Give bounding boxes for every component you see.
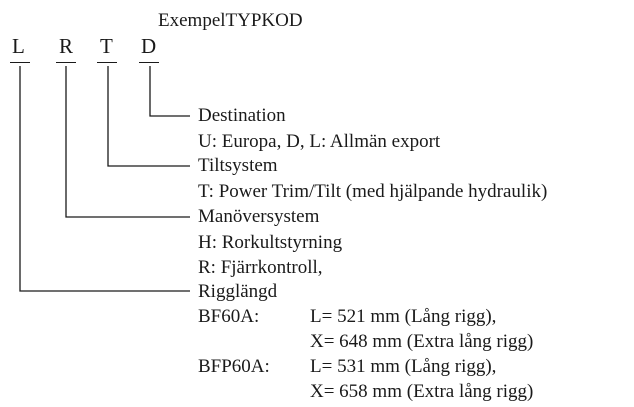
connector-rig bbox=[19, 66, 190, 292]
rig-bf60a-line-1: L= 521 mm (Lång rigg), bbox=[310, 306, 497, 327]
tilt-heading: Tiltsystem bbox=[198, 155, 278, 176]
rig-heading: Rigglängd bbox=[198, 281, 278, 302]
rig-model-code-bf60a: BF60A: bbox=[198, 306, 260, 327]
connector-tilt bbox=[107, 66, 190, 167]
steering-line-2: R: Fjärrkontroll, bbox=[198, 257, 323, 278]
destination-line-1: U: Europa, D, L: Allmän export bbox=[198, 131, 441, 152]
tilt-line-1: T: Power Trim/Tilt (med hjälpande hydrau… bbox=[198, 181, 548, 202]
steering-heading: Manöversystem bbox=[198, 206, 320, 227]
underline-t bbox=[97, 62, 117, 63]
underline-d bbox=[139, 62, 159, 63]
rig-model-code-bfp60a: BFP60A: bbox=[198, 356, 270, 377]
diagram-title: ExempelTYPKOD bbox=[158, 10, 303, 31]
underline-r bbox=[56, 62, 76, 63]
code-letter-l: L bbox=[12, 34, 25, 58]
steering-line-1: H: Rorkultstyrning bbox=[198, 232, 343, 253]
underline-l bbox=[10, 62, 30, 63]
rig-bf60a-line-2: X= 648 mm (Extra lång rigg) bbox=[310, 331, 534, 352]
code-letter-d: D bbox=[141, 34, 157, 58]
rig-bfp60a-line-1: L= 531 mm (Lång rigg), bbox=[310, 356, 497, 377]
code-letter-t: T bbox=[100, 34, 113, 58]
rig-bfp60a-line-2: X= 658 mm (Extra lång rigg) bbox=[310, 381, 534, 402]
connector-destination bbox=[149, 66, 190, 117]
code-letter-r: R bbox=[59, 34, 74, 58]
destination-heading: Destination bbox=[198, 105, 286, 126]
connector-steering bbox=[65, 66, 190, 218]
